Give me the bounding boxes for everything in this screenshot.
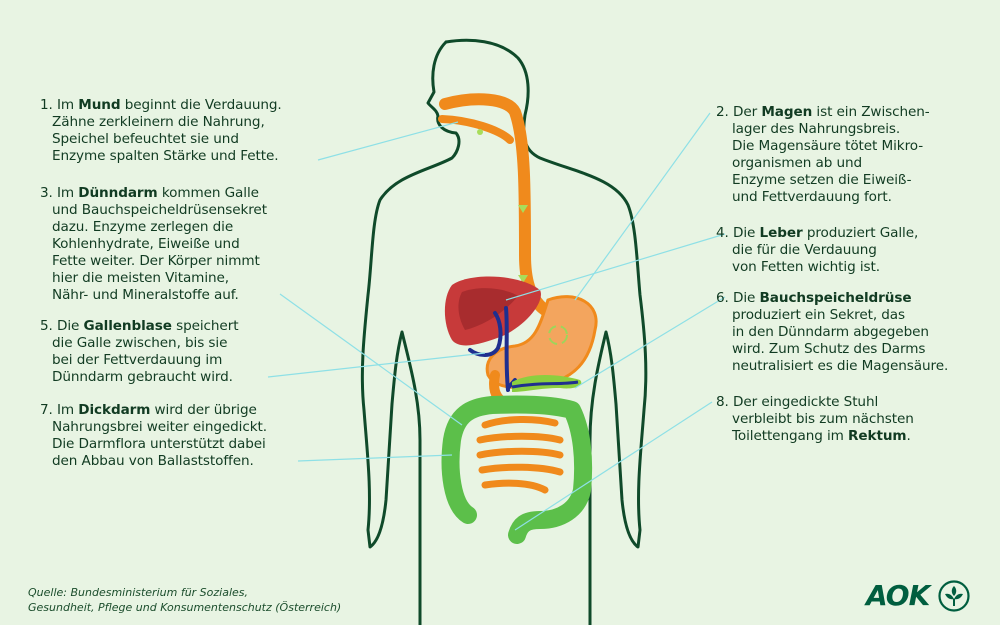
annotation-4-liver: 4. Die Leber produziert Galle, die für d… (716, 225, 919, 275)
annotation-3-small-intestine: 3. Im Dünndarm kommen Galle und Bauchspe… (40, 185, 267, 303)
annotation-6-pancreas: 6. Die Bauchspeicheldrüse produziert ein… (716, 290, 949, 374)
annotation-5-gallbladder: 5. Die Gallenblase speichert die Galle z… (40, 318, 239, 385)
flow-arrow-icon (477, 129, 528, 283)
large-intestine (441, 395, 593, 544)
annotation-2-stomach: 2. Der Magen ist ein Zwischen- lager des… (716, 104, 930, 205)
leader-lines (267, 112, 726, 531)
source-citation: Quelle: Bundesministerium für Soziales, … (28, 586, 342, 614)
small-intestine (476, 415, 564, 494)
annotation-7-large-intestine: 7. Im Dickdarm wird der übrige Nahrungsb… (40, 402, 267, 469)
esophagus (438, 93, 554, 318)
brand-name: AOK (866, 579, 930, 612)
annotation-8-rectum: 8. Der eingedickte Stuhl verbleibt bis z… (716, 394, 914, 444)
liver (444, 276, 541, 346)
pancreas (511, 375, 582, 392)
aok-leaf-icon (938, 580, 970, 612)
aok-logo: AOK (866, 577, 974, 615)
annotation-1-mouth: 1. Im Mund beginnt die Verdauung. Zähne … (40, 97, 282, 164)
